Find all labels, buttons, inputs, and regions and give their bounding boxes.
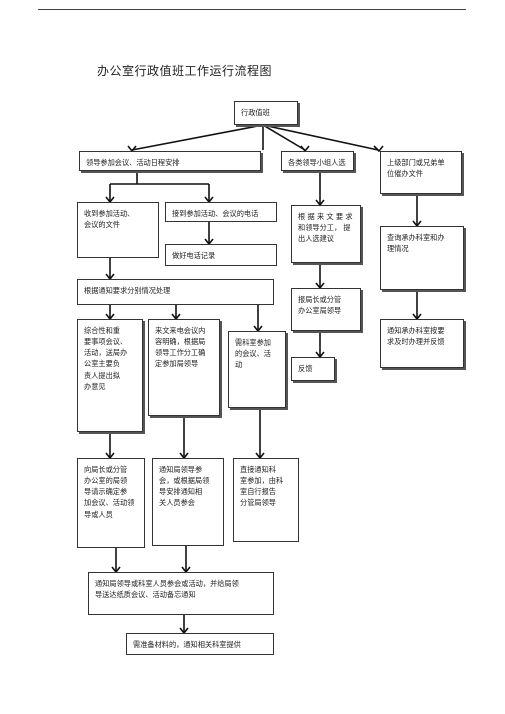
- node-team-select: 各类领导小组人选: [281, 151, 354, 171]
- node-ask-director: 向局长或分管 办公室的局领 导请示确定参 加会议、活动领 导或人员: [77, 458, 145, 548]
- node-root: 行政值班: [234, 101, 298, 125]
- page-title: 办公室行政值班工作运行流程图: [97, 64, 273, 78]
- node-section-attend: 需科室参加 的会议、活 动: [228, 331, 286, 408]
- node-comprehensive: 综合性和重 要事项会议、 活动，送局办 公室主要负 责人提出拟 办意见: [77, 319, 143, 432]
- node-clear-content: 来文来电会议内 容明确，根据局 领导工作分工确 定参加局领导: [148, 319, 220, 416]
- node-received-call: 接到参加活动、会议的电话: [165, 202, 277, 222]
- node-prepare-materials: 需准备材料的，通知相关科室提供: [126, 633, 274, 655]
- node-handle-by-notice: 根据通知要求分别情况处理: [77, 279, 274, 305]
- node-superior-dept: 上级部门或兄弟单 位催办文件: [380, 151, 462, 194]
- node-notify-undertake: 通知承办科室按要 求及时办理并反馈: [380, 319, 464, 368]
- node-report-leaders: 报局长或分管 办公室局领导: [291, 288, 361, 331]
- node-received-doc: 收到参加活动、 会议的文件: [77, 202, 159, 258]
- node-phone-record: 做好电话记录: [165, 244, 277, 266]
- node-notify-all: 通知局领导或科室人员参会或活动，并给局领 导送达纸质会议、活动备忘通知: [88, 572, 274, 615]
- node-notify-section: 直接通知科 室参加，由科 室自行报告 分管局领导: [233, 458, 299, 542]
- node-proposal-by-division: 根 据 来 文 要 求 和领导分工， 提 出人选建议: [291, 205, 361, 263]
- node-feedback: 反馈: [291, 357, 335, 381]
- node-lead-meeting: 领导参加会议、活动日程安排: [79, 151, 261, 171]
- node-check-undertake: 查询承办科室和办 理情况: [380, 226, 464, 290]
- node-notify-leader: 通知局领导参 会，或根据局领 导安排通知相 关人员参会: [152, 458, 224, 546]
- top-rule: [38, 9, 466, 10]
